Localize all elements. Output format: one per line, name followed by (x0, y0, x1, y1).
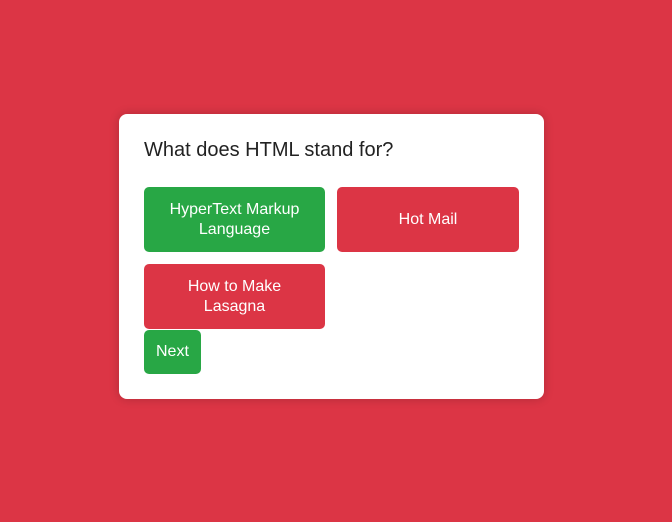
answer-button-how-to-make-lasagna[interactable]: How to Make Lasagna (144, 264, 325, 329)
question-text: What does HTML stand for? (144, 139, 394, 161)
answer-button-hypertext-markup-language[interactable]: HyperText Markup Language (144, 187, 325, 252)
answer-grid: HyperText Markup Language Hot Mail How t… (144, 187, 519, 329)
next-button[interactable]: Next (144, 330, 201, 374)
quiz-card: What does HTML stand for? HyperText Mark… (119, 114, 544, 399)
answer-button-hot-mail[interactable]: Hot Mail (337, 187, 519, 252)
